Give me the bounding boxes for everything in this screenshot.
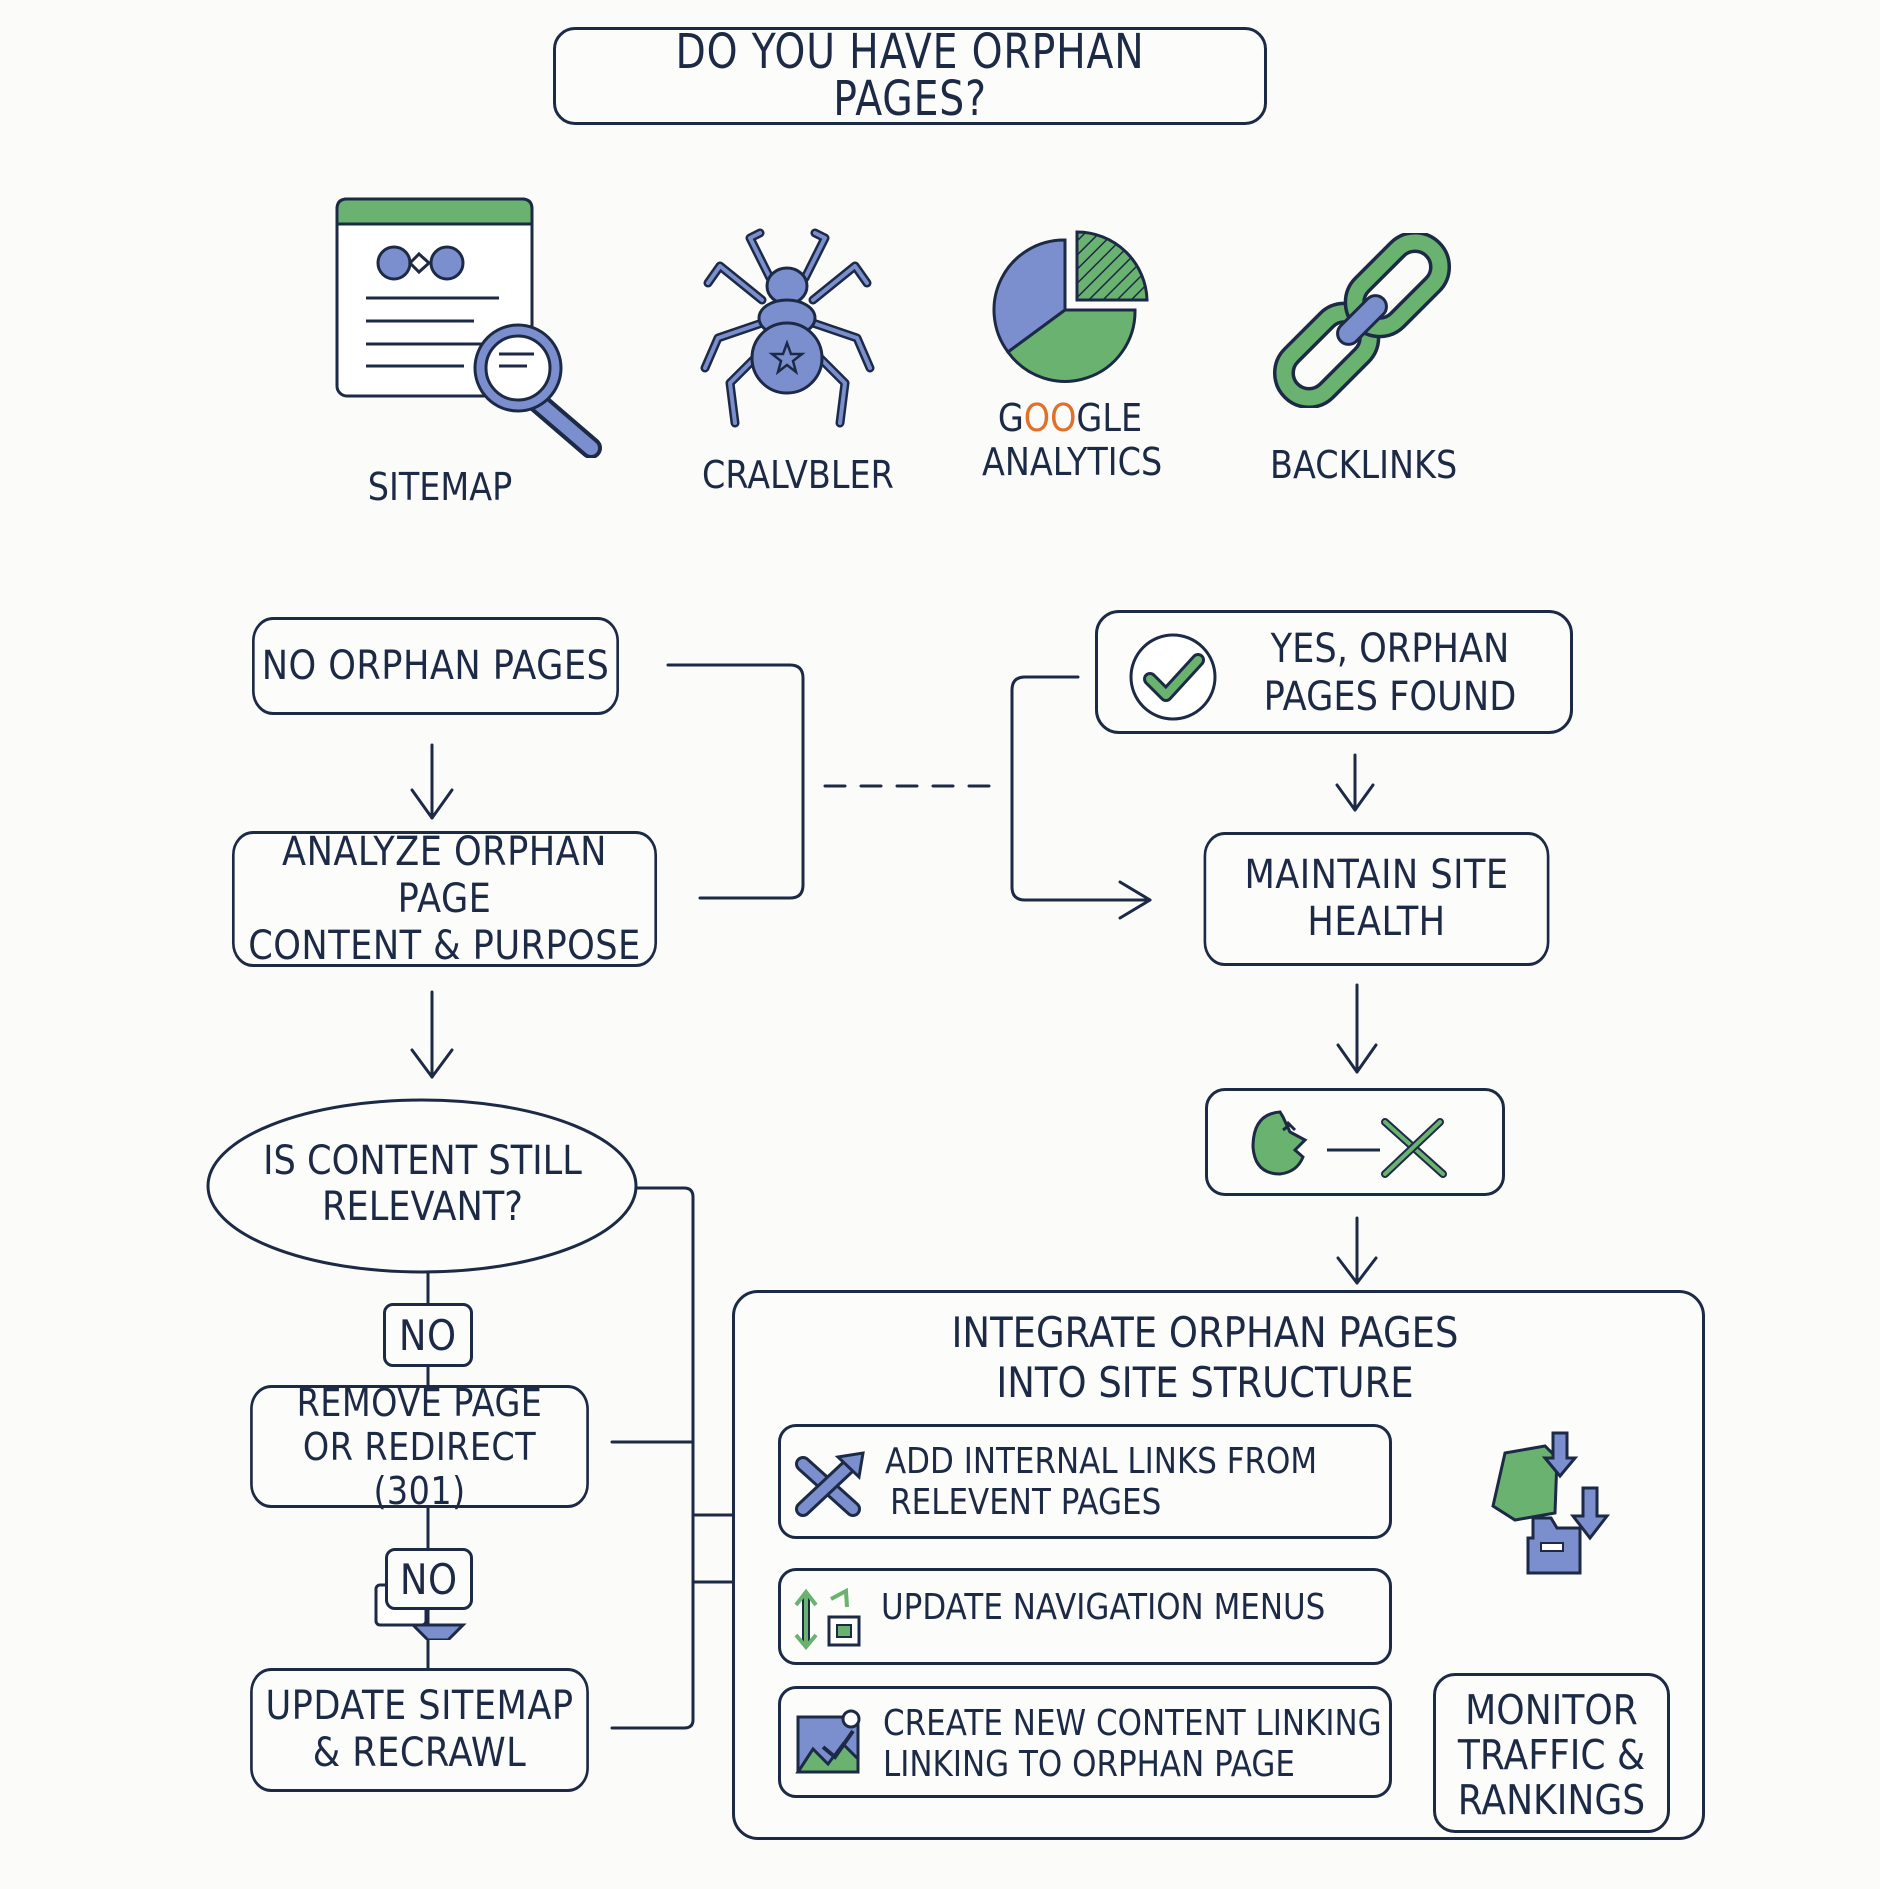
add-internal-links-step: ADD INTERNAL LINKS FROM RELEVENT PAGES: [778, 1424, 1392, 1539]
step1-line-1: ADD INTERNAL LINKS FROM: [885, 1441, 1318, 1482]
analyze-line-2: CONTENT & PURPOSE: [248, 922, 641, 969]
monitor-line-1: MONITOR: [1465, 1686, 1638, 1734]
step3-line-2: LINKING TO ORPHAN PAGE: [883, 1744, 1295, 1785]
no-label-1: NO: [383, 1303, 473, 1367]
no-label-2-text: NO: [400, 1554, 458, 1604]
monitor-line-2: TRAFFIC &: [1457, 1731, 1646, 1779]
integrate-line-2: INTO SITE STRUCTURE: [996, 1358, 1414, 1407]
tool-label-sitemap: SITEMAP: [367, 465, 513, 509]
repair-link-icon-box: [1205, 1088, 1505, 1196]
checkmark-circle-icon: [1128, 632, 1218, 727]
crossed-arrows-icon: [795, 1451, 865, 1517]
content-page-edit-icon: [795, 1709, 861, 1774]
remove-line-2: OR REDIRECT (301): [302, 1424, 537, 1513]
no-label-1-text: NO: [399, 1310, 457, 1360]
analyze-line-1: ANALYZE ORPHAN PAGE: [282, 828, 607, 922]
update-sitemap-line-2: & RECRAWL: [312, 1730, 527, 1776]
tool-label-backlinks: BACKLINKS: [1270, 443, 1458, 487]
update-sitemap-node: UPDATE SITEMAP& RECRAWL: [250, 1668, 589, 1792]
update-navigation-menus-step: UPDATE NAVIGATION MENUS: [778, 1568, 1392, 1665]
pages-download-icon: [1485, 1428, 1620, 1583]
navigation-arrows-icon: [794, 1587, 861, 1651]
yes-found-line-2: PAGES FOUND: [1263, 674, 1517, 720]
no-label-2: NO: [385, 1548, 473, 1610]
pie-chart-icon: [990, 228, 1155, 393]
decision-line-2: RELEVANT?: [322, 1184, 523, 1230]
integrate-title: INTEGRATE ORPHAN PAGES INTO SITE STRUCTU…: [919, 1308, 1491, 1408]
tool-label-analytics: ANALYTICS: [982, 439, 1163, 484]
tool-label-crawler: CRALVBLER: [702, 453, 894, 497]
integrate-line-1: INTEGRATE ORPHAN PAGES: [951, 1308, 1459, 1357]
step2-text: UPDATE NAVIGATION MENUS: [881, 1587, 1326, 1628]
sitemap-page-magnifier-icon: [334, 196, 609, 463]
monitor-traffic-rankings-node: [1433, 1673, 1670, 1833]
update-sitemap-line-1: UPDATE SITEMAP: [265, 1683, 574, 1729]
step1-line-2: RELEVENT PAGES: [890, 1482, 1162, 1523]
spider-crawler-icon: [700, 228, 875, 433]
monitor-line-3: RANKINGS: [1457, 1776, 1646, 1824]
monitor-text: MONITOR TRAFFIC & RANKINGS: [1447, 1688, 1656, 1823]
no-orphan-pages-node: NO ORPHAN PAGES: [252, 617, 619, 715]
decision-text: IS CONTENT STILL RELEVANT?: [231, 1138, 614, 1230]
page-title-text: DO YOU HAVE ORPHAN PAGES?: [675, 24, 1145, 127]
tool-label-google: GOOGLE: [997, 396, 1143, 440]
page-title: DO YOU HAVE ORPHAN PAGES?: [553, 27, 1267, 125]
step3-line-1: CREATE NEW CONTENT LINKING: [883, 1703, 1382, 1744]
decision-line-1: IS CONTENT STILL: [263, 1138, 582, 1184]
maintain-line-2: HEALTH: [1307, 899, 1446, 945]
yes-found-line-1: YES, ORPHAN: [1270, 626, 1510, 672]
maintain-line-1: MAINTAIN SITE: [1244, 852, 1509, 898]
content-relevant-decision: [205, 1097, 640, 1280]
broken-link-fix-icon: [1251, 1110, 1447, 1178]
no-orphan-pages-text: NO ORPHAN PAGES: [261, 642, 610, 689]
tool-label-google-analytics: GOOGLE ANALYTICS: [982, 396, 1163, 484]
create-new-content-step: CREATE NEW CONTENT LINKING LINKING TO OR…: [778, 1686, 1392, 1798]
yes-found-text: YES, ORPHAN PAGES FOUND: [1249, 625, 1531, 721]
remove-line-1: REMOVE PAGE: [296, 1380, 543, 1425]
chain-link-icon: [1270, 230, 1455, 413]
